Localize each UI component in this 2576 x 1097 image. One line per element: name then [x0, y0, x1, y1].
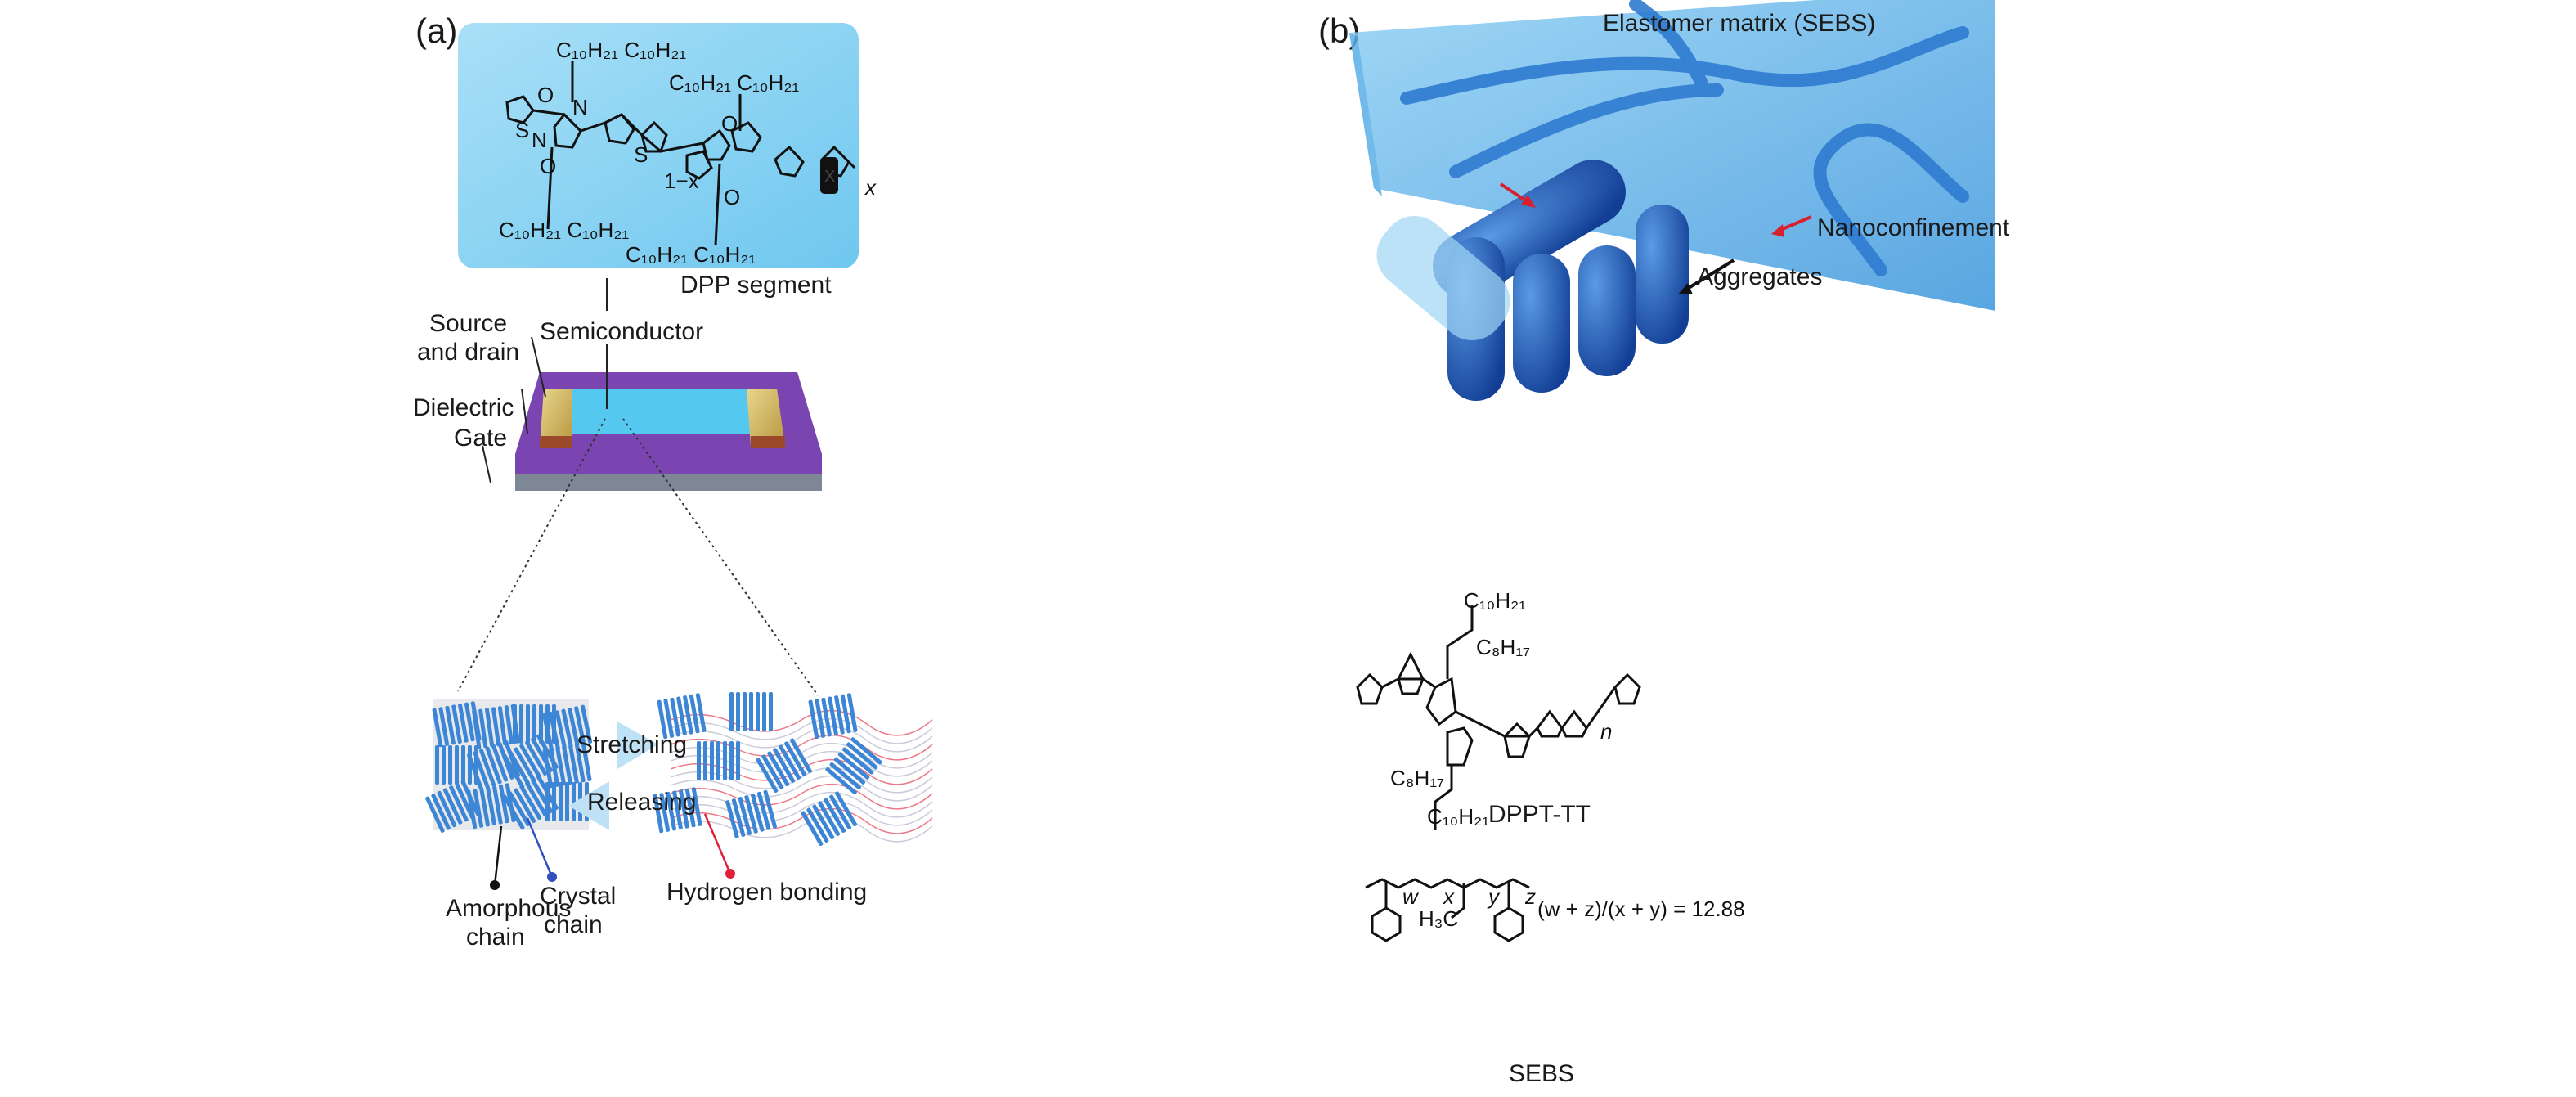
crystal-block — [542, 742, 592, 789]
polymer-chain — [670, 792, 933, 818]
elastomer-matrix-label: Elastomer matrix (SEBS) — [1603, 10, 1875, 37]
stretching-label: Stretching — [577, 731, 687, 758]
atom-label: O — [724, 185, 740, 209]
atom-label: N — [532, 128, 547, 152]
subscript: x — [864, 175, 877, 200]
semiconductor-label: Semiconductor — [540, 318, 703, 345]
polymer-chain — [670, 800, 933, 826]
nanoconfinement-label: Nanoconfinement — [1817, 214, 2010, 241]
crystal-block — [502, 775, 559, 830]
panel-a-label: (a) — [415, 11, 457, 50]
elastomer-chains — [1400, 0, 1969, 276]
polymer-skeleton — [505, 61, 856, 246]
crystal-chain-label: Crystal — [540, 883, 616, 910]
releasing-arrow-icon — [568, 781, 609, 830]
source-electrode — [540, 389, 572, 446]
crystal-chain-label: chain — [544, 911, 603, 938]
polymer-chain — [670, 710, 933, 736]
atom-label: O — [537, 83, 554, 107]
repeat-subscript: x — [1442, 884, 1455, 909]
alkyl-chain: C₁₀H₂₁ C₁₀H₂₁ — [626, 242, 756, 267]
releasing-label: Releasing — [587, 789, 696, 816]
alkyl-chain: C₁₀H₂₁ — [1464, 588, 1526, 613]
dppt-tt-structure: C₁₀H₂₁ C₈H₁₇ C₈H₁₇ C₁₀H₂₁ n DPPT-TT — [1356, 588, 1641, 830]
x-block — [820, 157, 838, 194]
crystal-block — [725, 789, 777, 838]
dielectric-label: Dielectric — [413, 394, 514, 421]
crystal-block — [756, 738, 812, 794]
alkyl-chain: C₈H₁₇ — [1476, 635, 1530, 659]
unstretched-film — [425, 699, 593, 833]
dppt-tt-label: DPPT-TT — [1488, 801, 1591, 828]
amorphous-chain-label: Amorphous — [446, 895, 571, 922]
polymer-chain — [670, 718, 933, 744]
transistor-device — [515, 372, 822, 491]
pointer-arrows — [490, 813, 735, 890]
alkyl-chain: C₁₀H₂₁ — [1427, 804, 1489, 829]
drain-electrode — [747, 389, 785, 446]
repeat-subscript: w — [1402, 884, 1420, 909]
polymer-chain — [670, 816, 933, 843]
crystal-block — [653, 787, 702, 834]
crystal-block — [808, 693, 858, 740]
aggregates — [1376, 160, 1689, 401]
polymer-structure-box: C₁₀H₂₁ C₁₀H₂₁ C₁₀H₂₁ C₁₀H₂₁ C₁₀H₂₁ C₁₀H₂… — [458, 23, 877, 268]
aggregates-label: Aggregates — [1697, 263, 1822, 290]
stretched-film — [653, 692, 933, 847]
crystal-block — [541, 704, 593, 752]
annotation-arrows — [1499, 182, 1812, 294]
atom-label: O — [540, 154, 556, 178]
crystal-block — [697, 741, 740, 780]
polymer-chain — [670, 735, 933, 761]
hydrogen-bonding-label: Hydrogen bonding — [666, 879, 867, 906]
atom-label: N — [572, 95, 588, 119]
sebs-label: SEBS — [1509, 1060, 1574, 1087]
repeat-subscript: y — [1487, 884, 1501, 909]
crystal-block — [657, 693, 707, 740]
stretching-arrow-icon — [617, 722, 658, 769]
atom-label: S — [634, 142, 648, 167]
x-block-label: X — [824, 168, 835, 186]
atom-label: S — [515, 118, 529, 142]
alkyl-chain: C₁₀H₂₁ C₁₀H₂₁ — [556, 38, 686, 62]
atom-label: O — [721, 111, 738, 136]
crystal-block — [801, 791, 857, 847]
zoom-lines — [457, 418, 819, 696]
leader-lines — [482, 278, 608, 483]
polymer-chain — [670, 726, 933, 753]
polymer-chain — [670, 808, 933, 834]
subscript: n — [1600, 719, 1612, 744]
gate-label: Gate — [454, 425, 507, 452]
dpp-segment-label: DPP segment — [680, 272, 832, 299]
polymer-chain — [670, 784, 933, 810]
alkyl-chain: C₈H₁₇ — [1390, 766, 1444, 790]
methyl-label: H₃C — [1419, 906, 1458, 931]
alkyl-chain: C₁₀H₂₁ C₁₀H₂₁ — [669, 70, 799, 95]
alkyl-chain: C₁₀H₂₁ C₁₀H₂₁ — [499, 218, 629, 242]
source-drain-label: and drain — [417, 339, 519, 366]
repeat-subscript: z — [1524, 884, 1536, 909]
polymer-chain — [670, 776, 933, 802]
crystal-block — [825, 737, 882, 795]
gate-layer — [515, 474, 822, 491]
sebs-ratio: (w + z)/(x + y) = 12.88 — [1537, 897, 1745, 921]
semiconductor-layer — [564, 389, 756, 434]
subscript: 1−x — [664, 169, 699, 193]
amorphous-chain-label: chain — [466, 924, 525, 951]
crystal-block — [729, 692, 773, 731]
source-drain-label: Source — [429, 310, 507, 337]
